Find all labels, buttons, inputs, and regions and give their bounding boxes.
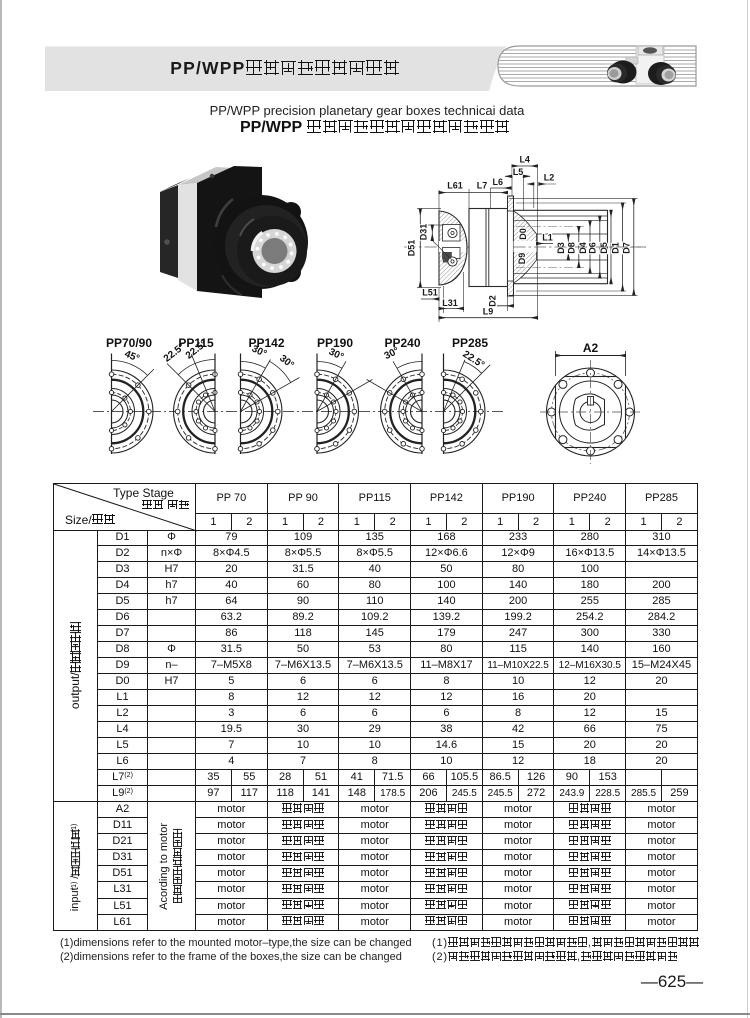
svg-text:PP115: PP115 — [178, 336, 214, 350]
svg-text:D8: D8 — [567, 242, 577, 254]
svg-text:30°: 30° — [277, 353, 296, 371]
svg-text:D6: D6 — [588, 242, 598, 254]
svg-text:D3: D3 — [556, 242, 566, 254]
svg-text:45°: 45° — [123, 349, 141, 365]
svg-text:L2: L2 — [544, 173, 555, 183]
svg-text:D31: D31 — [419, 224, 429, 241]
svg-text:D7: D7 — [622, 242, 632, 254]
svg-text:L51: L51 — [422, 288, 438, 298]
svg-text:D4: D4 — [578, 242, 588, 254]
svg-text:PP240: PP240 — [384, 336, 420, 350]
svg-text:22.5°: 22.5° — [461, 349, 487, 371]
svg-text:L1: L1 — [542, 233, 553, 243]
svg-text:L4: L4 — [519, 155, 530, 165]
svg-text:D5: D5 — [599, 242, 609, 254]
svg-text:D9: D9 — [517, 253, 527, 265]
svg-text:L31: L31 — [442, 298, 458, 308]
svg-text:L5: L5 — [513, 167, 524, 177]
svg-text:PP190: PP190 — [317, 336, 353, 350]
svg-text:L9: L9 — [483, 307, 494, 317]
svg-text:L61: L61 — [447, 181, 463, 191]
svg-text:L7: L7 — [477, 181, 488, 191]
svg-text:PP70/90: PP70/90 — [106, 336, 152, 350]
svg-text:PP142: PP142 — [248, 336, 284, 350]
svg-text:L6: L6 — [493, 177, 504, 187]
svg-text:D1: D1 — [610, 242, 620, 254]
svg-text:D51: D51 — [407, 240, 417, 257]
svg-text:A2: A2 — [583, 341, 599, 355]
svg-text:PP285: PP285 — [452, 336, 488, 350]
svg-text:D0: D0 — [518, 228, 528, 240]
svg-text:D2: D2 — [488, 295, 498, 307]
